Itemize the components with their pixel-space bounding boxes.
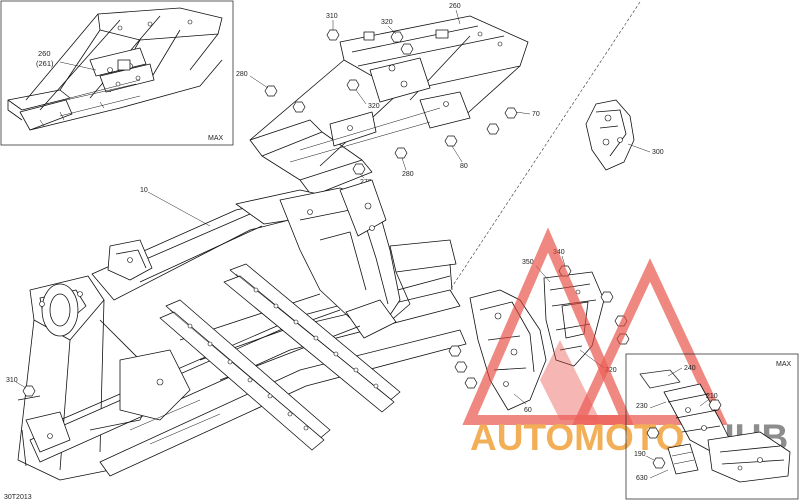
callout-190: 190 (634, 451, 646, 458)
nut-320-top (390, 31, 404, 43)
watermark-logo: AUTOMOTO HUB (462, 227, 788, 458)
callout-320-low: 320 (605, 367, 617, 374)
callout-260-main: 260 (449, 3, 461, 10)
nut-80 (444, 135, 458, 147)
bolt-70 (504, 107, 518, 119)
callout-70: 70 (532, 111, 540, 118)
callout-260-inset: 260 (38, 49, 51, 58)
main-frame-10 (17, 179, 467, 481)
callout-10: 10 (140, 187, 148, 194)
skid-rail-left (159, 299, 331, 451)
callout-630: 630 (636, 475, 648, 482)
inset-max-label-bottom: MAX (776, 361, 792, 368)
callout-280-left: 280 (236, 71, 248, 78)
callout-340: 340 (553, 249, 565, 256)
inset-top-left: 260 (261) MAX (0, 0, 234, 146)
nut-70-b (486, 123, 500, 135)
callout-230: 230 (636, 403, 648, 410)
nut-280-b (292, 101, 306, 113)
rear-frame-inset-drawing (7, 7, 223, 131)
callout-240: 240 (684, 365, 696, 372)
nut-320-top-b (400, 43, 414, 55)
nut-310-top (326, 29, 340, 41)
callout-320-mid: 320 (368, 103, 380, 110)
leader-260-inset (59, 61, 97, 71)
callout-210: 210 (706, 393, 718, 400)
skid-rail-right (223, 263, 401, 413)
bolt-286 (394, 147, 408, 159)
diagram-code: 30T2013 (4, 494, 32, 501)
inset-bracket-drawing (639, 369, 791, 483)
watermark-triangle-icon (462, 227, 728, 425)
watermark-text-automoto: AUTOMOTO (470, 417, 684, 458)
callout-286: 280 (402, 171, 414, 178)
callout-350: 350 (522, 259, 534, 266)
inset-frame-top-left (0, 0, 234, 146)
nut-320-mid (346, 79, 360, 91)
inset-bottom-right: 240 230 210 190 630 MAX (625, 353, 799, 500)
callout-80: 80 (460, 163, 468, 170)
callout-310-top: 310 (326, 13, 338, 20)
inset-max-label-top: MAX (208, 135, 224, 142)
callout-310-left: 310 (6, 377, 18, 384)
rear-subframe-260 (249, 15, 529, 197)
callout-60: 60 (524, 407, 532, 414)
nut-310-left (22, 385, 36, 397)
callout-320-top: 320 (381, 19, 393, 26)
nut-270 (352, 163, 366, 175)
bracket-300 (585, 99, 635, 171)
nut-280-left (264, 85, 278, 97)
inset-frame-bottom-right (625, 353, 799, 500)
callout-300: 300 (652, 149, 664, 156)
inset-fasteners (646, 399, 722, 469)
callout-261-inset: (261) (36, 59, 54, 68)
